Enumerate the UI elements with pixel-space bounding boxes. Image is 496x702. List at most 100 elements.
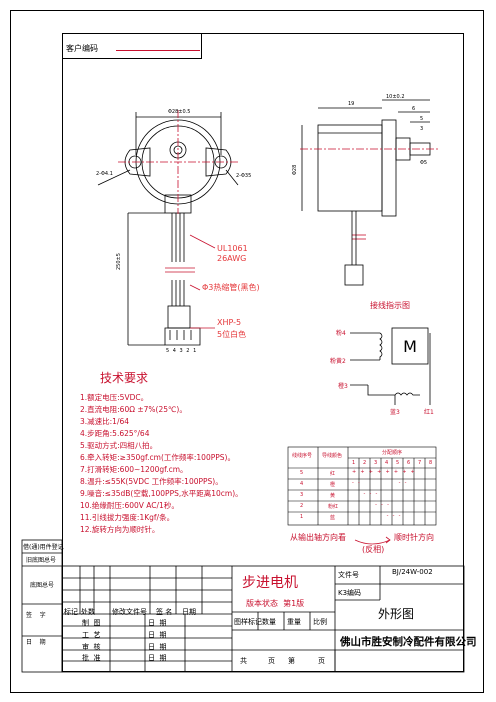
tech-item-9: 9.噪音:≤35dB(空载,100PPS,水平距离10cm)。 [80,489,243,498]
meta-weight: 重量 [287,618,301,626]
seq-step-2: 2 [363,460,367,466]
connector-pins: 5 4 3 2 1 [166,348,198,354]
tech-item-6: 6.牵入转矩:≥350gf.cm(工作频率:100PPS)。 [80,453,235,462]
company-name: 佛山市胜安制冷配件有限公司 [340,636,477,648]
page-unit: 页 [268,657,275,665]
seq-row-marks: + + + + + + + + [352,469,417,475]
seq-row-color: 黄 [330,493,336,499]
seq-row-no: 5 [300,470,304,476]
seq-col-no: 线线序号 [292,453,313,459]
k3-label: K3编码 [338,589,362,597]
rev-file: 修改文件号 [112,608,147,616]
seq-col-order: 分配顺序 [382,450,403,456]
ref-reg-label: 借(通)用件登记 [23,544,64,551]
page-seq: 第 [288,657,295,665]
dim-side-6: 6 [412,106,416,112]
role-draw: 制 图 [82,619,101,627]
svg-text:M: M [403,337,417,356]
date-col: 日 期 [148,654,167,662]
connector-label-2: 5位白色 [217,330,247,339]
role-approve: 批 准 [82,654,101,662]
seq-row-marks: - - - [352,502,391,508]
seq-step-6: 6 [407,460,411,466]
connector-label-1: XHP-5 [217,318,242,327]
rev-count: 处数 [81,608,95,616]
seq-row-color: 粉红 [328,504,339,510]
seq-step-5: 5 [396,460,400,466]
wire-red: 红1 [424,409,434,416]
tech-item-3: 3.减速比:1/64 [80,417,130,426]
seq-row-color: 红 [330,471,336,477]
wire-pink: 粉4 [336,330,346,337]
page-unit: 页 [318,657,325,665]
seq-row-no: 2 [300,503,304,509]
seq-step-3: 3 [374,460,378,466]
rev-sign: 签 名 [156,608,173,616]
seq-col-color: 导线颜色 [322,453,343,459]
wire-yellow: 粉黄2 [330,358,346,365]
tech-item-11: 11.引线拔力强度:1Kgf/条。 [80,513,175,522]
seq-row-marks: - - - [352,491,379,497]
title: 步进电机 [242,575,298,591]
page-total: 共 [240,657,247,665]
role-process: 工 艺 [82,631,101,639]
wire-label-2: 26AWG [217,254,247,263]
dim-side-shaft: Φ5 [420,160,428,166]
rev-date: 日期 [182,608,196,616]
role-review: 审 核 [82,643,101,651]
tech-item-7: 7.打滑转矩:600~1200gf.cm。 [80,465,188,474]
wire-label-1: UL1061 [217,244,248,253]
side-view-body [317,124,383,212]
seq-row-no: 1 [300,514,304,520]
seq-row-no: 3 [300,492,304,498]
tube-label: Φ3热缩管(黑色) [202,283,260,292]
seq-step-4: 4 [385,460,389,466]
rotation-cw: 顺时针方向 [394,533,434,542]
drawing-frame [62,33,464,672]
tech-title: 技术要求 [100,371,149,385]
customer-code-label: 客户编码 [66,44,98,53]
wire-blue: 蓝3 [390,409,400,416]
tech-item-12: 12.旋转方向为顺时针。 [80,525,160,534]
wiring-title: 接线指示图 [370,301,410,310]
tech-item-5: 5.驱动方式:四相八拍。 [80,441,158,450]
customer-code-underline [116,50,200,51]
rotation-text: 从输出轴方向看 [290,533,346,542]
dim-side-10: 10±0.2 [386,94,405,100]
dim-width: Φ28±0.5 [168,109,191,115]
meta-scale: 比例 [313,618,327,626]
drawing-type: 外形图 [378,607,415,621]
date-col: 日 期 [148,643,167,651]
dim-hole-right: 2-Φ35 [236,173,252,179]
rotation-reverse: (反相) [362,545,385,554]
customer-code-box [62,33,202,59]
date-col: 日 期 [148,619,167,627]
file-no-label: 文件号 [338,571,359,579]
rev-mark: 标记 [64,608,78,616]
dim-side-3: 3 [420,126,424,132]
seq-step-8: 8 [429,460,433,466]
seq-row-color: 橙 [330,482,336,488]
version: 版本状态 第1版 [246,599,305,608]
wire-orange: 橙3 [338,383,348,390]
date-col: 日 期 [148,631,167,639]
seq-row-color: 蓝 [330,515,336,521]
seq-step-7: 7 [418,460,422,466]
tech-item-2: 2.直流电阻:60Ω ±7%(25℃)。 [80,405,187,414]
seq-row-marks: - - - - [352,480,408,486]
tech-item-4: 4.步距角:5.625°/64 [80,429,150,438]
tech-item-1: 1.额定电压:5VDC。 [80,393,149,402]
dim-hole-left: 2-Φ4.1 [96,171,113,177]
seq-row-no: 4 [300,481,304,487]
sheet-border [10,10,484,693]
meta-qty: 数量 [262,618,276,626]
seq-step-1: 1 [352,460,356,466]
date-label: 日 期 [26,639,46,646]
base-no-label: 底图总号 [30,582,55,589]
old-base-label: 旧底图总号 [26,557,57,564]
dim-side-height: Φ28 [292,164,298,175]
tech-item-10: 10.绝缘耐压:600V AC/1秒。 [80,501,179,510]
dim-side-19: 19 [348,101,355,107]
file-no: BJ/24W-002 [392,568,433,576]
